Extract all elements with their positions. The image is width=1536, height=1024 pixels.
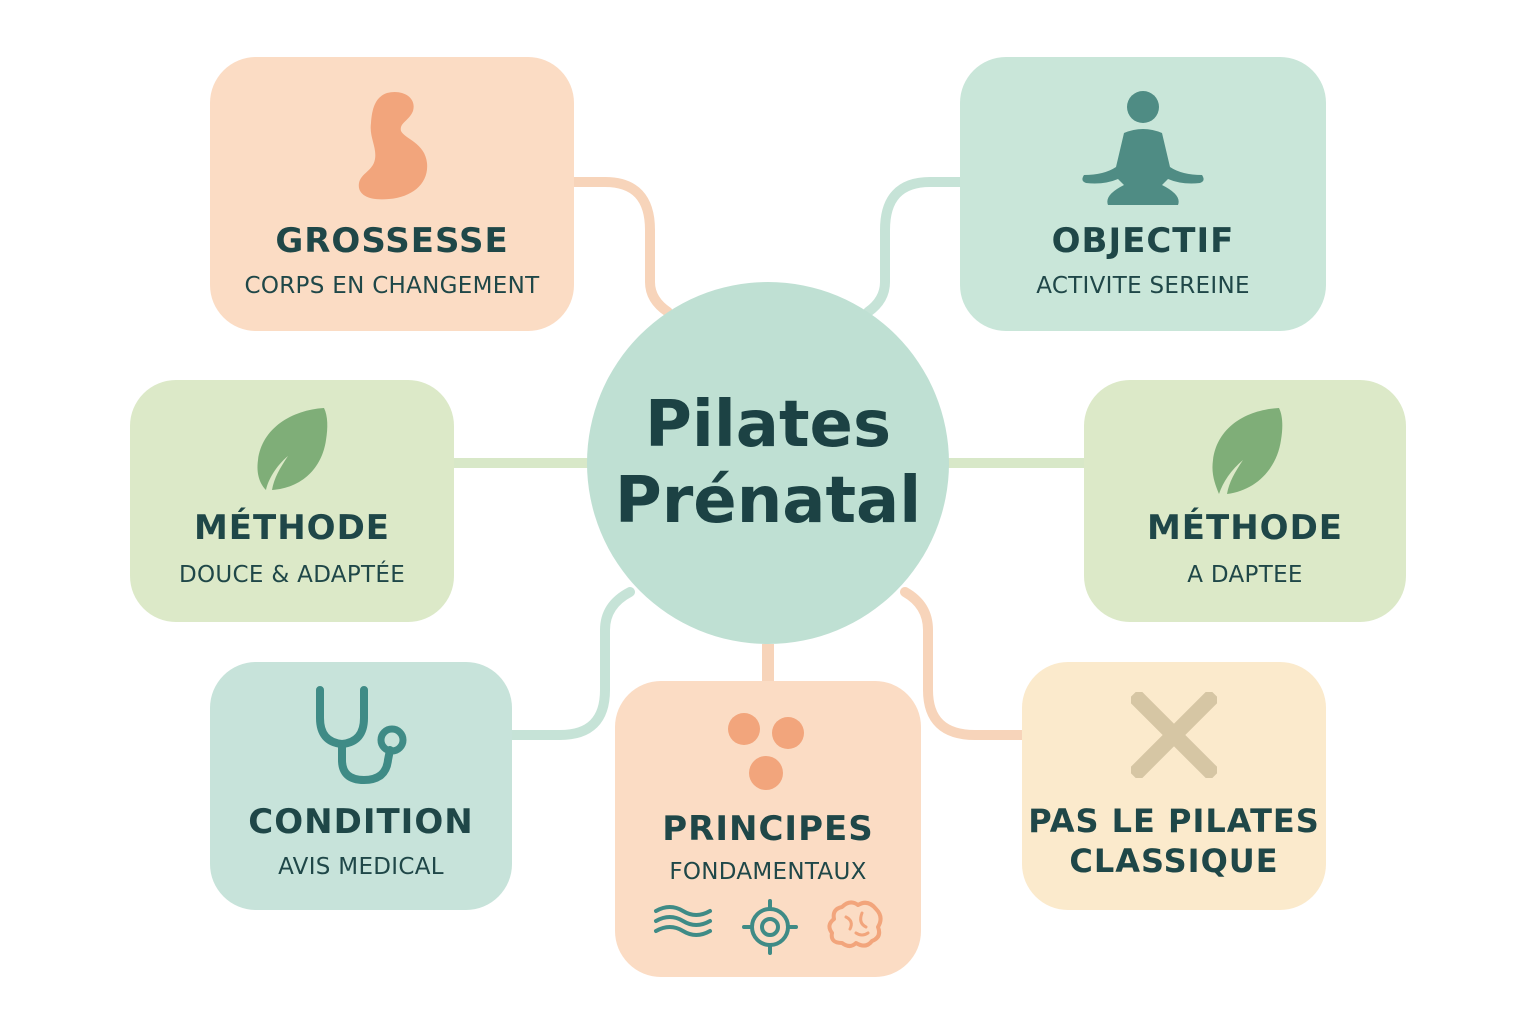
principes-title: PRINCIPES	[662, 809, 874, 849]
target-icon	[742, 899, 798, 955]
methode-right-subtitle: A DAPTEE	[1187, 562, 1303, 588]
node-methode-adaptee: MÉTHODE A DAPTEE	[1084, 380, 1406, 622]
pas-title-line2: CLASSIQUE	[1069, 842, 1279, 880]
methode-left-title: MÉTHODE	[193, 508, 391, 548]
node-methode-douce: MÉTHODE DOUCE & ADAPTÉE	[130, 380, 454, 622]
brain-icon	[827, 900, 883, 948]
condition-subtitle: AVIS MEDICAL	[278, 854, 444, 880]
node-grossesse: GROSSESSE CORPS EN CHANGEMENT	[210, 57, 574, 331]
three-dots-icon	[615, 709, 921, 793]
center-title-line2: Prénatal	[614, 464, 922, 538]
center-title-line1: Pilates	[644, 388, 892, 462]
node-objectif: OBJECTIF ACTIVITE SEREINE	[960, 57, 1326, 331]
principes-icons	[615, 899, 921, 955]
center-topic: Pilates Prénatal	[587, 282, 949, 644]
node-pas-le-pilates-classique: PAS LE PILATES CLASSIQUE	[1022, 662, 1326, 910]
leaf-icon	[130, 404, 454, 494]
objectif-subtitle: ACTIVITE SEREINE	[1036, 273, 1250, 299]
methode-left-subtitle: DOUCE & ADAPTÉE	[178, 562, 406, 588]
pas-title-line1: PAS LE PILATES	[1028, 802, 1320, 840]
methode-right-title: MÉTHODE	[1146, 508, 1344, 548]
connector-condition	[507, 587, 635, 740]
condition-title: CONDITION	[248, 802, 474, 842]
breath-waves-icon	[654, 905, 712, 937]
connector-grossesse	[569, 177, 673, 317]
cross-icon	[1022, 692, 1326, 778]
principes-subtitle: FONDAMENTAUX	[669, 859, 867, 885]
objectif-title: OBJECTIF	[1051, 221, 1235, 261]
node-condition: CONDITION AVIS MEDICAL	[210, 662, 512, 910]
grossesse-title: GROSSESSE	[275, 221, 509, 261]
meditation-pose-icon	[960, 89, 1326, 211]
pregnant-silhouette-icon	[210, 87, 574, 207]
grossesse-subtitle: CORPS EN CHANGEMENT	[244, 273, 540, 299]
connector-objectif	[863, 177, 965, 317]
leaf-icon	[1084, 404, 1406, 498]
stethoscope-icon	[210, 684, 512, 788]
connector-pas	[900, 587, 1027, 740]
node-principes: PRINCIPES FONDAMENTAUX	[615, 681, 921, 977]
